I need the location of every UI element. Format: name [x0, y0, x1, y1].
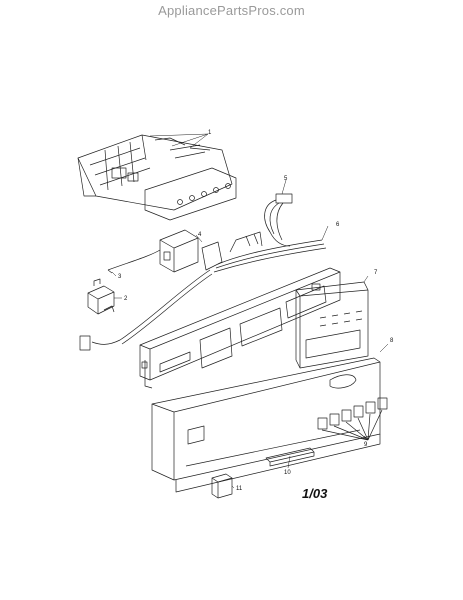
callout-6: 6 [336, 222, 340, 228]
callout-9: 9 [364, 442, 368, 448]
callout-1: 1 [208, 130, 212, 136]
part-2-switch [87, 278, 115, 315]
part-11-block [211, 473, 233, 499]
wire-harness-cables [79, 231, 327, 351]
callout-3: 3 [118, 274, 122, 280]
part-9-buttons [317, 397, 388, 441]
part-1-control-module [77, 134, 237, 221]
callout-10: 10 [284, 470, 291, 476]
part-6-inner-panel [139, 267, 341, 389]
callout-4: 4 [198, 232, 202, 238]
part-3-wire [107, 249, 161, 274]
part-8-front-console [151, 357, 381, 493]
part-10-handle [265, 447, 315, 467]
callout-11: 11 [236, 486, 243, 492]
callout-2: 2 [124, 296, 128, 302]
part-5-wire-harness [264, 193, 293, 247]
revision-label: 1/03 [302, 486, 328, 501]
callout-labels: 1 2 3 4 5 6 7 8 9 10 11 [118, 130, 394, 492]
callout-leaders [111, 133, 389, 489]
part-4-switch-assembly [159, 229, 223, 273]
callout-7: 7 [374, 270, 378, 276]
watermark: AppliancePartsPros.com [158, 3, 305, 18]
callout-8: 8 [390, 338, 394, 344]
callout-5: 5 [284, 176, 288, 182]
